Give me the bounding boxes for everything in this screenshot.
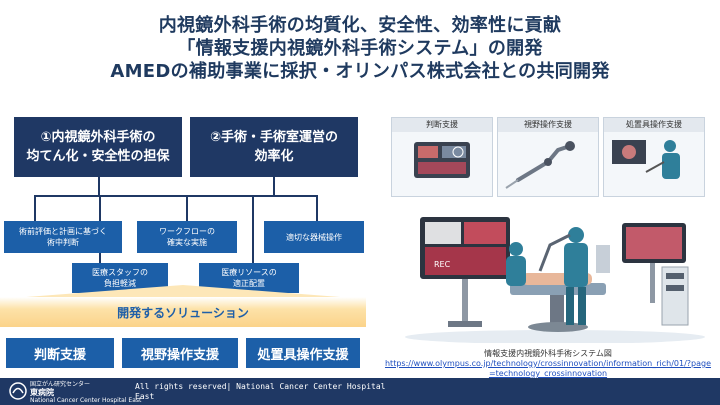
thumbnail-view-support: 視野操作支援 [497, 117, 599, 197]
solution-band [0, 297, 366, 327]
pillar-2-line-2: 効率化 [254, 149, 294, 164]
surgeon [568, 227, 584, 243]
solution-view-support: 視野操作支援 [122, 338, 238, 368]
connector [252, 195, 254, 263]
title-line-2: 「情報支援内視鏡外科手術システム」の開発 [177, 38, 543, 59]
thumbnail-decision-support: 判断支援 [391, 117, 493, 197]
band-arrow [0, 285, 366, 299]
subitem-workflow: ワークフローの確実な実施 [137, 221, 237, 253]
source-link[interactable]: https://www.olympus.co.jp/technology/cro… [384, 359, 712, 378]
connector [273, 177, 275, 195]
rec-badge: REC [434, 260, 451, 269]
footer: 国立がん研究センター 東病院 National Cancer Center Ho… [0, 378, 720, 405]
surgeon-illustration [612, 140, 680, 179]
figure-caption: 情報支援内視鏡外科手術システム図 https://www.olympus.co.… [382, 349, 714, 379]
title-line-3: AMEDの補助事業に採択・オリンパス株式会社との共同開発 [110, 61, 610, 82]
operating-room-illustration: REC [405, 217, 705, 343]
thumbnail-instrument-support: 処置具操作支援 [603, 117, 705, 197]
connector [186, 195, 188, 221]
pillar-2-line-1: ②手術・手術室運営の [209, 130, 338, 145]
pillar-efficiency: ②手術・手術室運営の 効率化 [190, 117, 358, 177]
title-line-1: 内視鏡外科手術の均質化、安全性、効率性に貢献 [158, 15, 562, 36]
connector [34, 195, 316, 197]
hospital-logo-icon [9, 382, 27, 400]
pillar-homogenization: ①内視鏡外科手術の 均てん化・安全性の担保 [14, 117, 182, 177]
solution-decision-support: 判断支援 [6, 338, 114, 368]
connector [316, 195, 318, 221]
connector [98, 177, 100, 195]
scope-arm-illustration [505, 141, 575, 189]
page-title: 内視鏡外科手術の均質化、安全性、効率性に貢献 「情報支援内視鏡外科手術システム」… [0, 14, 720, 83]
subitem-device-operation: 適切な器械操作 [264, 221, 364, 253]
connector [34, 195, 36, 221]
pillar-1-line-2: 均てん化・安全性の担保 [26, 149, 170, 164]
copyright-text: All rights reserved| National Cancer Cen… [135, 382, 386, 401]
pillar-1-line-1: ①内視鏡外科手術の [40, 130, 156, 145]
monitor-illustration [414, 142, 470, 178]
subitem-preop-judgement: 術前評価と計画に基づく術中判断 [4, 221, 122, 253]
assistant [509, 242, 523, 256]
caption-title: 情報支援内視鏡外科手術システム図 [484, 349, 612, 358]
hospital-logo-text: 国立がん研究センター 東病院 National Cancer Center Ho… [30, 381, 142, 404]
solution-instrument-support: 処置具操作支援 [246, 338, 360, 368]
band-label: 開発するソリューション [117, 306, 249, 320]
